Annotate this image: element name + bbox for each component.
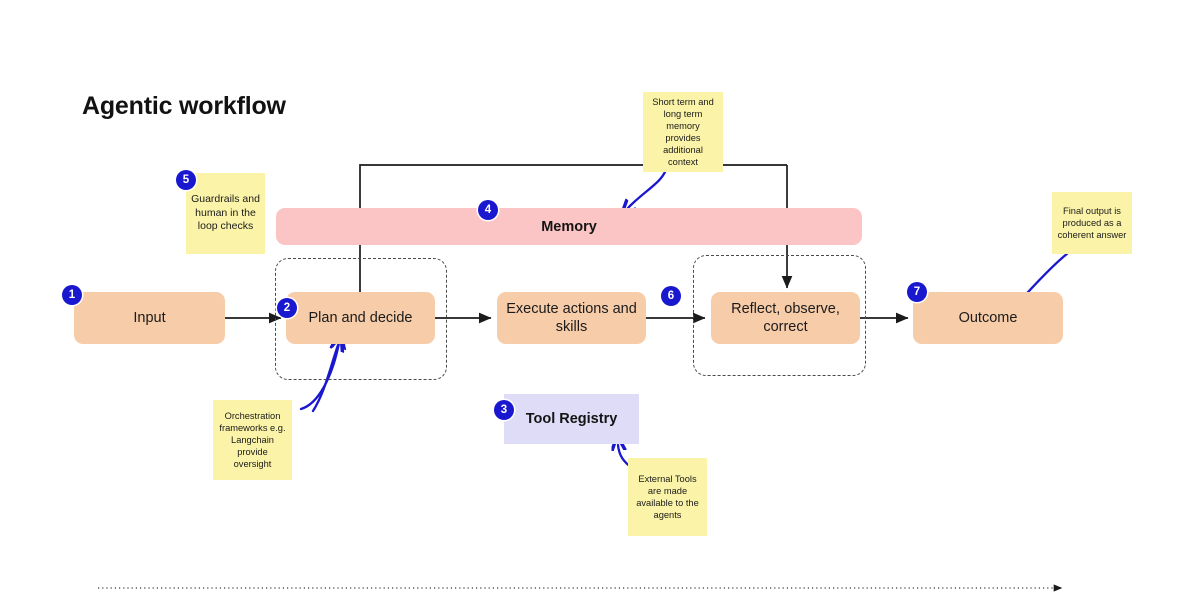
process-label-execute: Execute actions and skills <box>506 300 637 335</box>
process-box-input[interactable]: Input <box>74 292 225 344</box>
process-label-input: Input <box>133 309 166 326</box>
process-box-outcome[interactable]: Outcome <box>913 292 1063 344</box>
badge-plan: 2 <box>277 298 297 318</box>
process-label-plan: Plan and decide <box>308 309 413 326</box>
sticky-note-guardrails-text: Guardrails and human in the loop checks <box>191 192 260 233</box>
process-label-reflect: Reflect, observe, correct <box>731 300 840 335</box>
sticky-note-outcome-text: Final output is produced as a coherent a… <box>1057 205 1127 241</box>
badge-tool-registry: 3 <box>494 400 514 420</box>
group-frame-reflect <box>693 255 866 376</box>
badge-reflect: 6 <box>661 286 681 306</box>
process-box-reflect[interactable]: Reflect, observe, correct <box>711 292 860 344</box>
process-box-execute[interactable]: Execute actions and skills <box>497 292 646 344</box>
sticky-note-tools-text: External Tools are made available to the… <box>636 473 699 521</box>
page-title: Agentic workflow <box>82 92 286 120</box>
tool-registry-box[interactable]: Tool Registry <box>504 394 639 444</box>
badge-outcome: 7 <box>907 282 927 302</box>
badge-input: 1 <box>62 285 82 305</box>
sticky-note-memory-text: Short term and long term memory provides… <box>652 96 714 168</box>
group-frame-plan <box>275 258 447 380</box>
sticky-note-guardrails[interactable]: Guardrails and human in the loop checks <box>186 173 265 254</box>
badge-guardrails: 5 <box>176 170 196 190</box>
process-label-outcome: Outcome <box>958 309 1018 326</box>
sticky-note-outcome[interactable]: Final output is produced as a coherent a… <box>1052 192 1132 254</box>
sticky-note-tools[interactable]: External Tools are made available to the… <box>628 458 707 536</box>
memory-label: Memory <box>541 218 597 235</box>
memory-bar[interactable]: Memory <box>276 208 862 245</box>
process-box-plan[interactable]: Plan and decide <box>286 292 435 344</box>
sticky-note-orchestration[interactable]: Orchestration frameworks e.g. Langchain … <box>213 400 292 480</box>
sticky-note-memory[interactable]: Short term and long term memory provides… <box>643 92 723 172</box>
sticky-note-orchestration-text: Orchestration frameworks e.g. Langchain … <box>219 410 286 470</box>
annotation-arrow-memory-note <box>628 164 669 208</box>
tool-registry-label: Tool Registry <box>525 411 618 427</box>
badge-memory: 4 <box>478 200 498 220</box>
